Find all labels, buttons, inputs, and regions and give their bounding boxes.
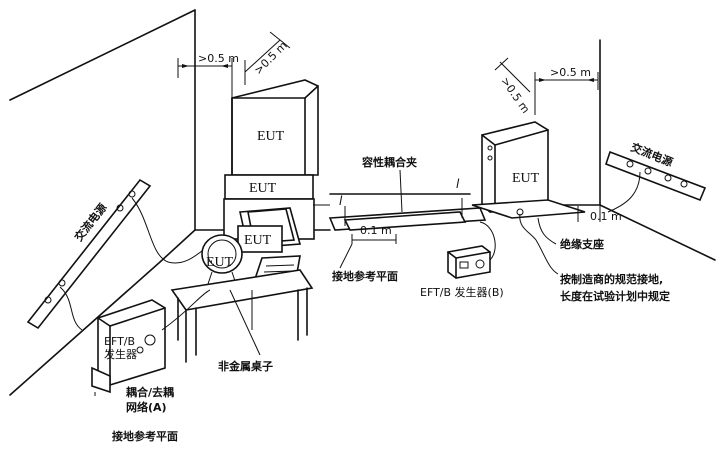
ground-plane-bottom-label: 接地参考平面: [112, 429, 178, 443]
nonmetal-table: 非金属桌子: [170, 269, 314, 373]
insulating-support-label: 绝缘支座: [560, 237, 604, 251]
capacitive-clamp-area: l l 容性耦合夹 0.1 m 接地参考平面: [313, 155, 487, 283]
ac-power-strip-right: 交流电源: [604, 140, 707, 213]
generator-b-label: EFT/B 发生器(B): [420, 285, 504, 299]
gen-a-line2: 发生器: [104, 347, 137, 361]
dist-label-top-left-v: >0.5 m: [252, 39, 290, 77]
clamp-length-right: l: [456, 177, 460, 191]
nonmetal-table-label: 非金属桌子: [218, 359, 273, 373]
gen-a-line1: EFT/B: [104, 335, 135, 348]
eut-desktop-base-label: EUT: [249, 181, 277, 196]
dist-label-top-left-h: >0.5 m: [198, 52, 239, 65]
eut-monitor-label: EUT: [244, 233, 272, 248]
cap-clamp-label: 容性耦合夹: [361, 155, 417, 169]
eut-cabinet-label: EUT: [257, 129, 285, 144]
ground-note: 按制造商的规范接地, 长度在试验计划中规定: [560, 272, 670, 303]
eut-small-label: EUT: [206, 255, 234, 270]
generator-a: EFT/B 发生器 耦合/去耦 网络(A): [91, 289, 211, 414]
eut-small: EUT: [201, 234, 243, 285]
ground-note-line2: 长度在试验计划中规定: [560, 289, 670, 303]
eut-monitor: EUT: [237, 207, 302, 253]
clamp-length-left: l: [339, 194, 343, 208]
coupler-line1: 耦合/去耦: [126, 385, 174, 399]
dimension-top-left: >0.5 m >0.5 m: [177, 31, 291, 98]
dimension-top-right: >0.5 m >0.5 m: [494, 57, 599, 116]
generator-b: EFT/B 发生器(B): [420, 221, 504, 299]
coupler-line2: 网络(A): [126, 400, 167, 414]
ground-note-line1: 按制造商的规范接地,: [560, 272, 663, 286]
dist-0-1-left: 0.1 m: [360, 224, 392, 237]
dist-label-top-right-h: >0.5 m: [550, 66, 591, 79]
room-walls: [9, 9, 716, 396]
dist-label-top-right-v: >0.5 m: [498, 75, 532, 116]
eut-right: EUT 0.1 m 绝缘支座: [471, 121, 622, 275]
ground-plane-mid-label: 接地参考平面: [332, 269, 398, 283]
dist-0-1-right: 0.1 m: [590, 210, 622, 223]
eut-right-label: EUT: [512, 171, 540, 186]
